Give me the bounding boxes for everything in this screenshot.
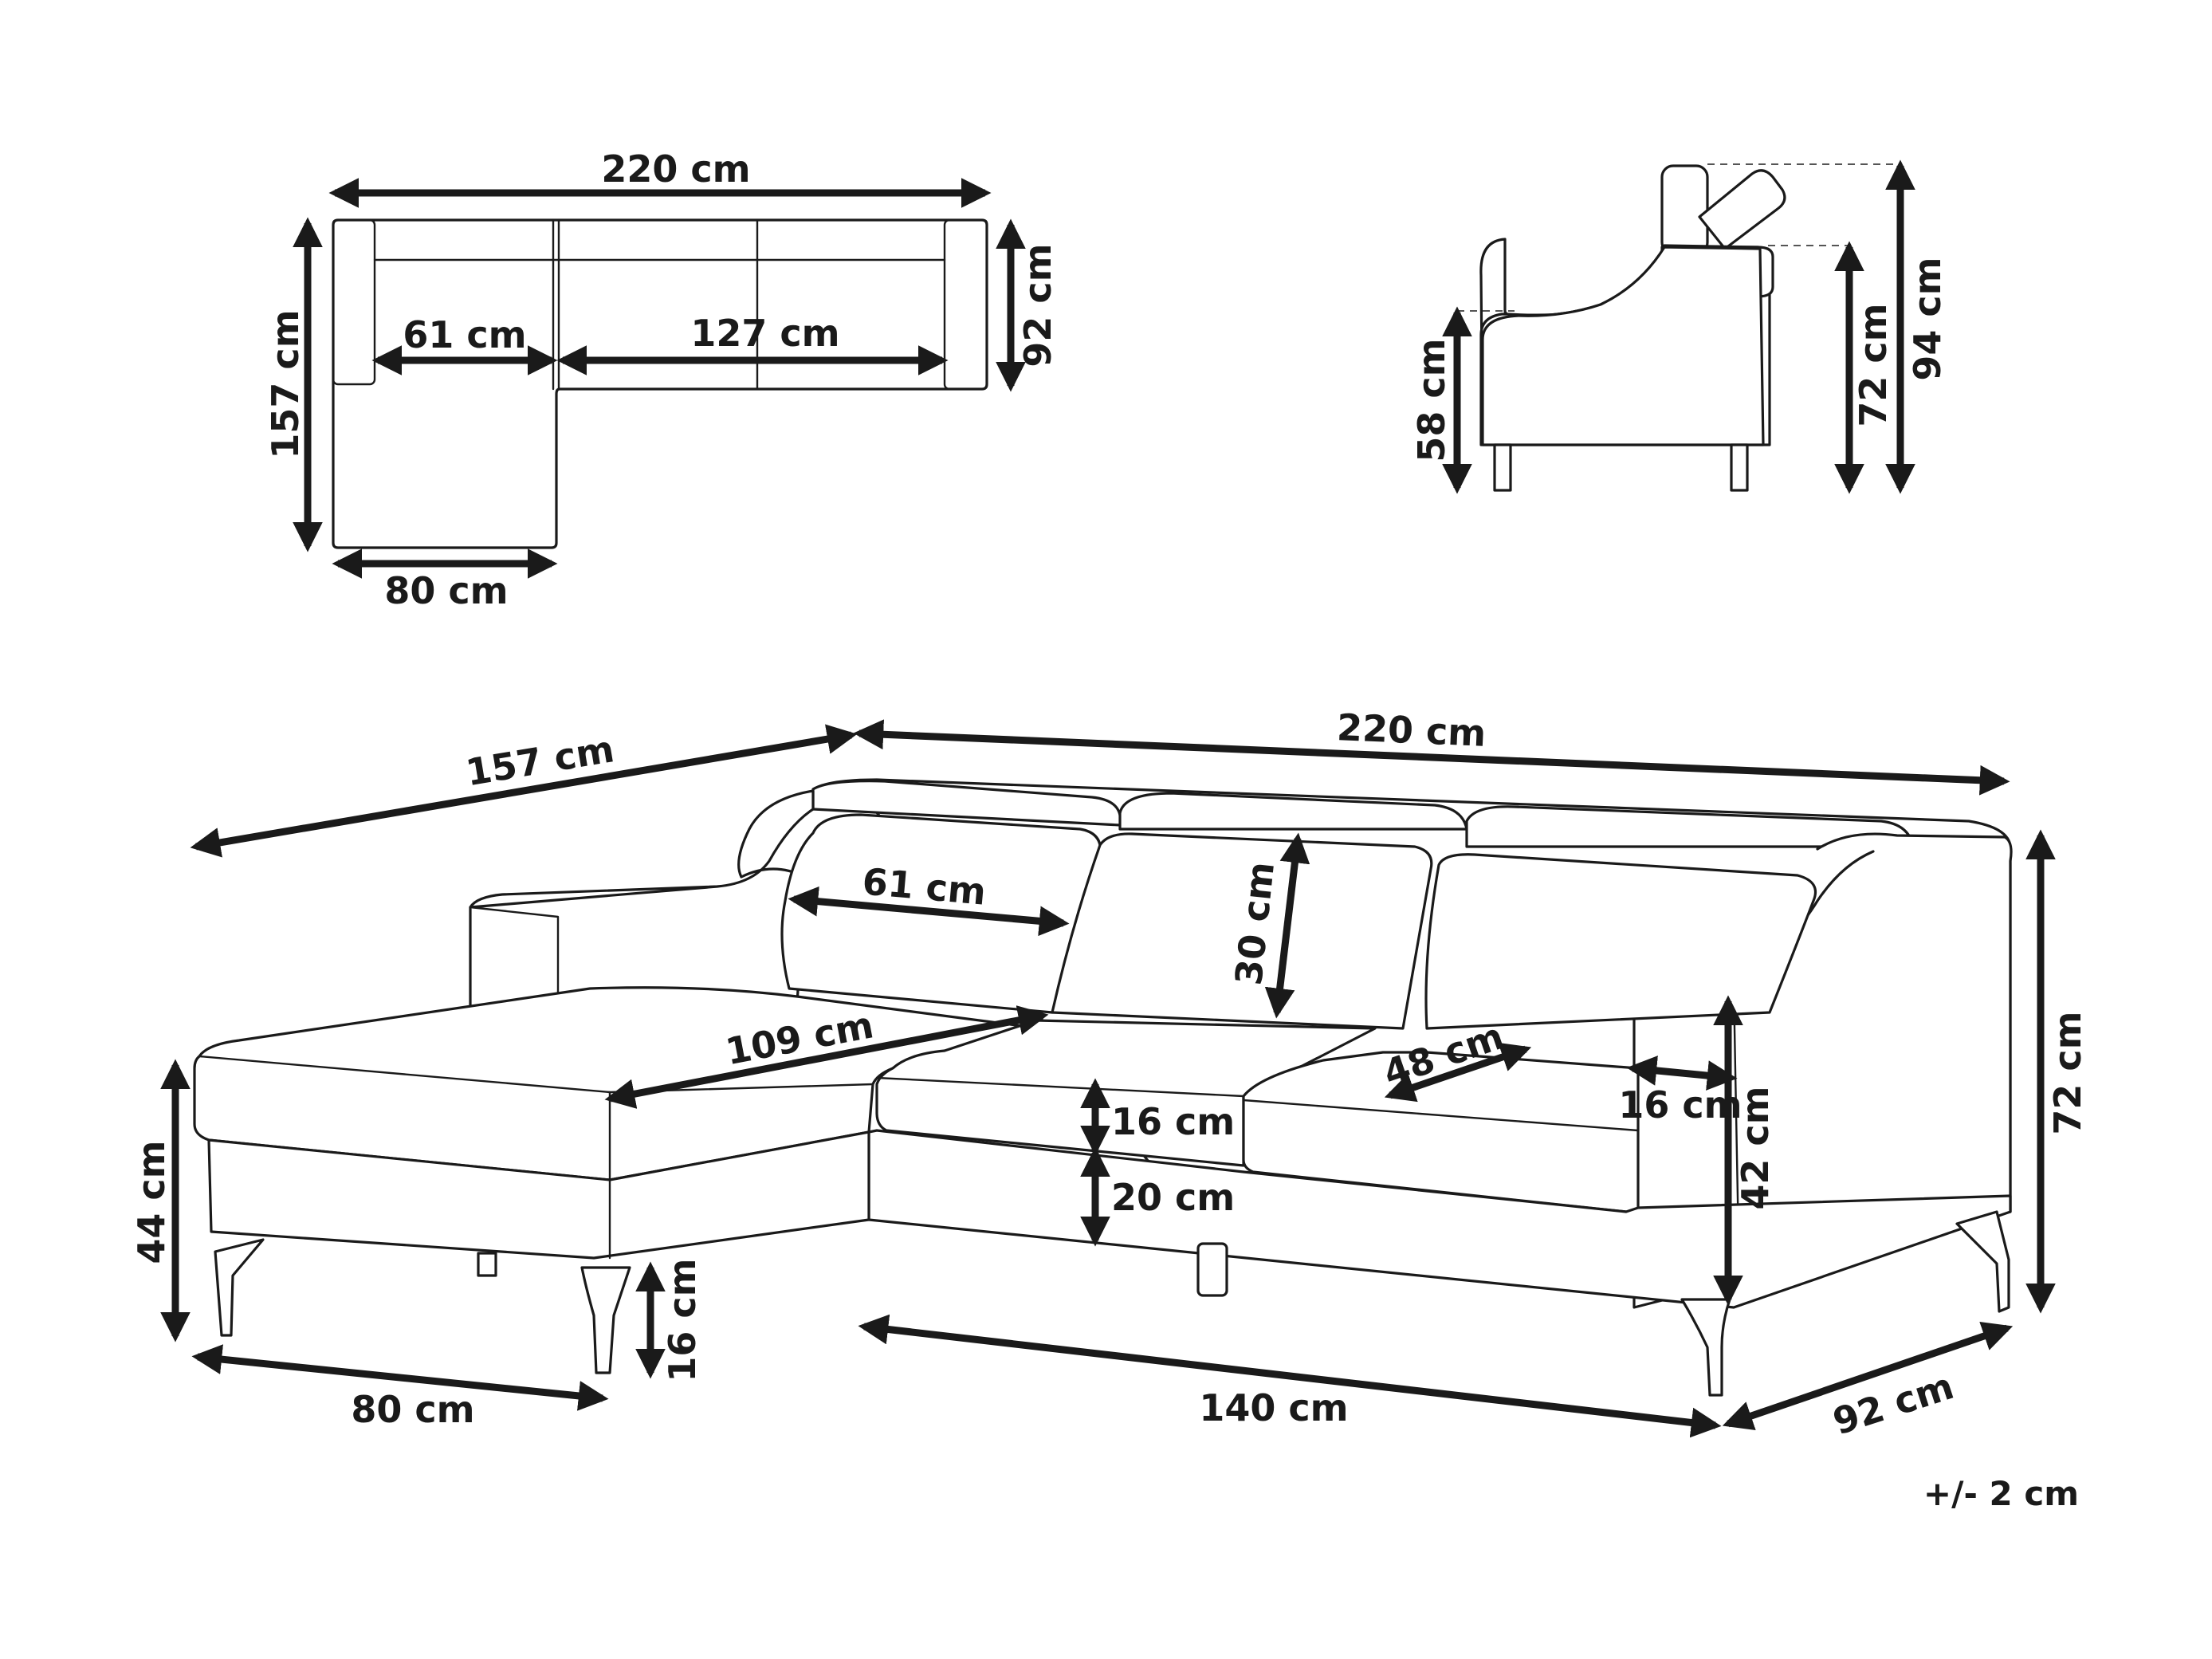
persp-back-top-2 [1118,792,1468,831]
persp-leg-middle [1196,1242,1228,1297]
top-view-outline [332,218,988,549]
dim-arrow-persp-seat-depth [1384,1042,1532,1103]
persp-leg-back-right [1955,1210,2010,1313]
label-persp-chaise-width: 80 cm [351,1388,474,1431]
label-persp-total-height: 72 cm [2046,1011,2089,1134]
top-view: 220 cm 157 cm 92 cm 61 cm 127 cm 80 cm [264,147,1059,612]
label-top-main-seat: 127 cm [690,312,839,355]
persp-seat-cushion-2-edge [1242,1099,1640,1132]
label-side-headrest: 94 cm [1906,257,1949,380]
persp-leg-front-left [214,1238,265,1337]
dim-arrow-persp-depth [1722,1321,2014,1431]
label-persp-chaise-height: 44 cm [130,1140,173,1264]
side-view-headrest [1660,164,1709,255]
dim-arrow-persp-back-cushion [1264,832,1310,1019]
side-view-seat-body [1481,246,1765,446]
label-persp-width: 220 cm [1336,706,1487,755]
side-view-front-leg [1493,443,1512,492]
perspective-view: 157 cm 220 cm 61 cm 30 cm 109 cm 48 cm 1… [130,706,2089,1443]
persp-left-arm-face [469,906,560,1008]
label-side-back: 72 cm [1852,303,1895,427]
label-persp-chaise-length: 157 cm [463,727,618,794]
label-top-sofa-depth: 92 cm [1016,243,1059,367]
label-persp-arm-height: 42 cm [1734,1086,1777,1209]
label-top-width: 220 cm [601,147,750,191]
label-persp-arm-width: 16 cm [1618,1083,1742,1126]
label-persp-leg-height: 16 cm [661,1258,704,1382]
dim-arrow-persp-width [853,719,2010,796]
label-side-seat: 58 cm [1410,338,1453,462]
label-persp-base-height: 20 cm [1111,1176,1235,1219]
dim-arrow-persp-base-length [858,1314,1722,1438]
persp-leg-front-chaise [580,1266,631,1374]
persp-back-cushion-2 [1051,832,1433,1030]
persp-left-arm [469,789,815,1010]
label-persp-cushion-thickness: 16 cm [1111,1100,1235,1143]
persp-back-cushion-3 [1424,853,1817,1030]
persp-leg-back-chaise [477,1252,497,1277]
label-top-chaise-width: 80 cm [384,569,508,612]
side-view-headrest-tilted [1698,169,1786,250]
label-top-chaise-depth: 157 cm [264,309,307,458]
label-persp-cushion-width: 61 cm [861,859,988,913]
persp-leg-front-right [1680,1298,1731,1397]
label-persp-depth: 92 cm [1828,1364,1959,1443]
top-view-left-arm [332,218,376,386]
label-persp-base-length: 140 cm [1199,1386,1348,1429]
side-view: 58 cm 72 cm 94 cm [1410,159,1949,494]
side-view-back-leg [1730,443,1749,492]
dim-arrow-persp-chaise-seat [604,1005,1049,1109]
top-view-right-arm [943,218,988,391]
dim-arrow-persp-chaise-width [191,1344,609,1411]
dim-arrow-persp-chaise-length [190,724,858,858]
tolerance-note: +/- 2 cm [1923,1474,2079,1513]
dim-arrow-persp-cushion-width [788,886,1070,937]
label-top-chaise-seat: 61 cm [403,313,526,356]
